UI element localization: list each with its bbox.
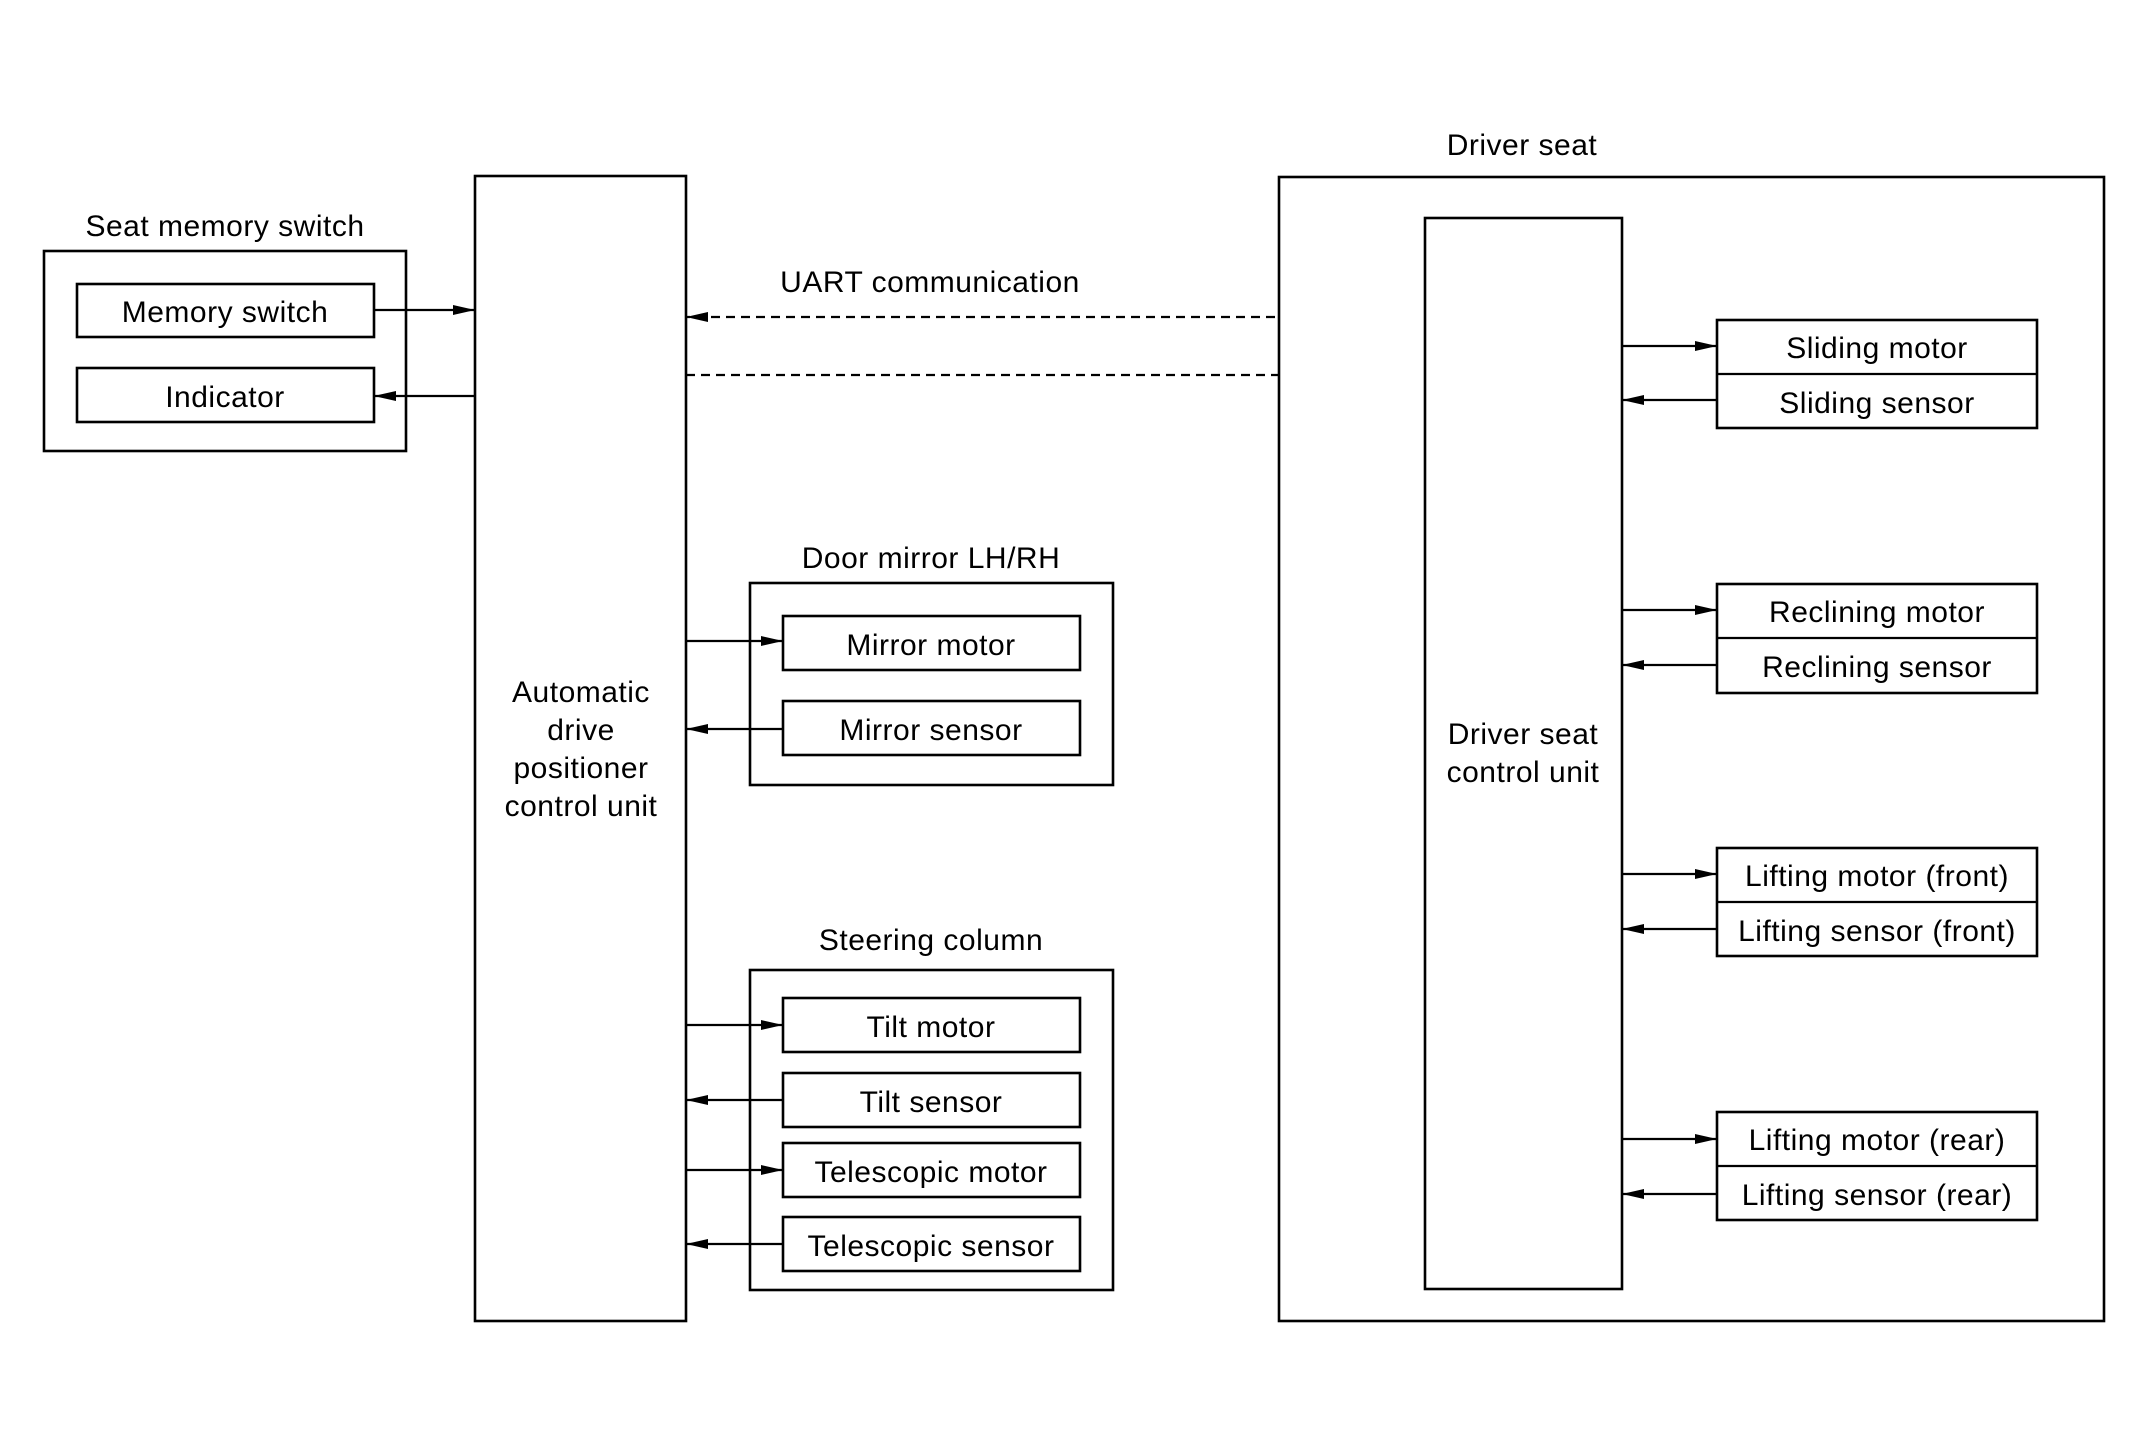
lifting-front-group: Lifting motor (front) Lifting sensor (fr… xyxy=(1715,846,2039,958)
adp-label-line1: Automatic xyxy=(512,676,650,709)
memory-switch-box: Memory switch xyxy=(75,282,376,339)
memory-switch-label: Memory switch xyxy=(122,296,329,329)
lifting-motor-front-label: Lifting motor (front) xyxy=(1745,860,2009,893)
tilt-motor-label: Tilt motor xyxy=(867,1011,996,1044)
lifting-motor-rear-label: Lifting motor (rear) xyxy=(1749,1124,2006,1157)
steering-column-title: Steering column xyxy=(819,924,1043,957)
driver-seat-control-unit: Driver seat control unit xyxy=(1423,216,1624,1291)
driver-seat-title: Driver seat xyxy=(1447,129,1598,162)
mirror-motor-label: Mirror motor xyxy=(846,629,1015,662)
door-mirror-group: Door mirror LH/RH Mirror motor Mirror se… xyxy=(748,542,1115,787)
lifting-rear-group: Lifting motor (rear) Lifting sensor (rea… xyxy=(1715,1110,2039,1222)
seat-memory-switch-title: Seat memory switch xyxy=(85,210,364,243)
steering-column-group: Steering column Tilt motor Tilt sensor T… xyxy=(748,924,1115,1292)
lifting-sensor-front-label: Lifting sensor (front) xyxy=(1738,915,2016,948)
tilt-sensor-label: Tilt sensor xyxy=(860,1086,1003,1119)
driver-seat-group: Driver seat Driver seat control unit Sli… xyxy=(1277,129,2106,1323)
seat-memory-switch-group: Seat memory switch Memory switch Indicat… xyxy=(42,210,408,453)
reclining-sensor-label: Reclining sensor xyxy=(1762,651,1992,684)
reclining-motor-label: Reclining motor xyxy=(1769,596,1985,629)
adp-control-unit: Automatic drive positioner control unit xyxy=(473,174,688,1323)
mirror-sensor-box: Mirror sensor xyxy=(781,699,1082,757)
telescopic-sensor-label: Telescopic sensor xyxy=(808,1230,1055,1263)
indicator-box: Indicator xyxy=(75,366,376,424)
adp-label-line2: drive xyxy=(547,714,615,747)
indicator-label: Indicator xyxy=(165,381,285,414)
telescopic-motor-label: Telescopic motor xyxy=(814,1156,1047,1189)
uart-label: UART communication xyxy=(780,266,1080,299)
door-mirror-title: Door mirror LH/RH xyxy=(802,542,1061,575)
adp-label-line3: positioner xyxy=(513,752,648,785)
driver-seat-control-unit-line2: control unit xyxy=(1447,756,1600,789)
adp-label-line4: control unit xyxy=(505,790,658,823)
telescopic-motor-box: Telescopic motor xyxy=(781,1141,1082,1199)
lifting-sensor-rear-label: Lifting sensor (rear) xyxy=(1742,1179,2013,1212)
tilt-sensor-box: Tilt sensor xyxy=(781,1071,1082,1129)
mirror-sensor-label: Mirror sensor xyxy=(839,714,1022,747)
tilt-motor-box: Tilt motor xyxy=(781,996,1082,1054)
mirror-motor-box: Mirror motor xyxy=(781,614,1082,672)
sliding-motor-label: Sliding motor xyxy=(1786,332,1968,365)
driver-seat-control-unit-line1: Driver seat xyxy=(1448,718,1599,751)
sliding-group: Sliding motor Sliding sensor xyxy=(1715,318,2039,430)
sliding-sensor-label: Sliding sensor xyxy=(1779,387,1974,420)
telescopic-sensor-box: Telescopic sensor xyxy=(781,1215,1082,1273)
reclining-group: Reclining motor Reclining sensor xyxy=(1715,582,2039,695)
